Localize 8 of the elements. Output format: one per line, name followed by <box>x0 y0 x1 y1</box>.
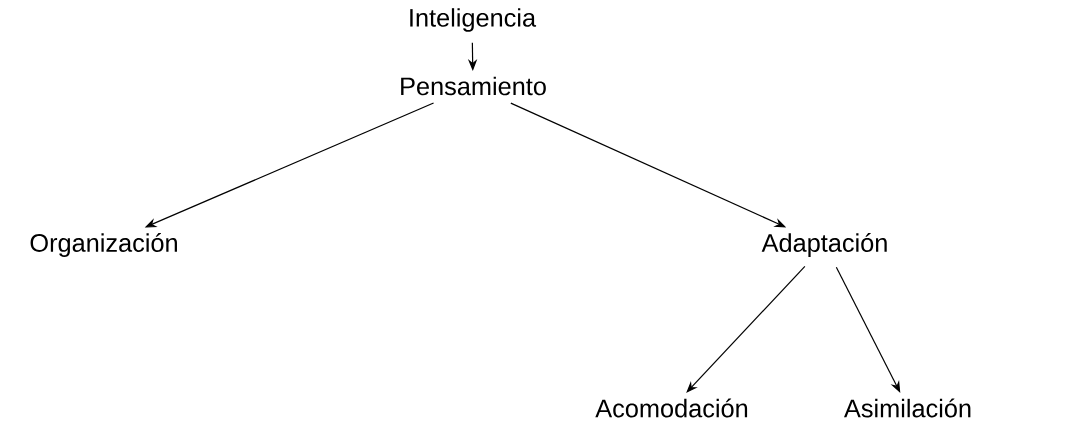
text-label: Pensamiento <box>401 76 546 96</box>
text-label: Asimilación <box>844 398 971 418</box>
text-label: Adaptación <box>761 233 887 257</box>
arrow <box>686 265 806 393</box>
text-label: Acomodación <box>595 398 748 418</box>
text-label: Organización <box>30 233 177 257</box>
arrow <box>835 266 901 393</box>
text-label: Inteligencia <box>410 8 537 32</box>
